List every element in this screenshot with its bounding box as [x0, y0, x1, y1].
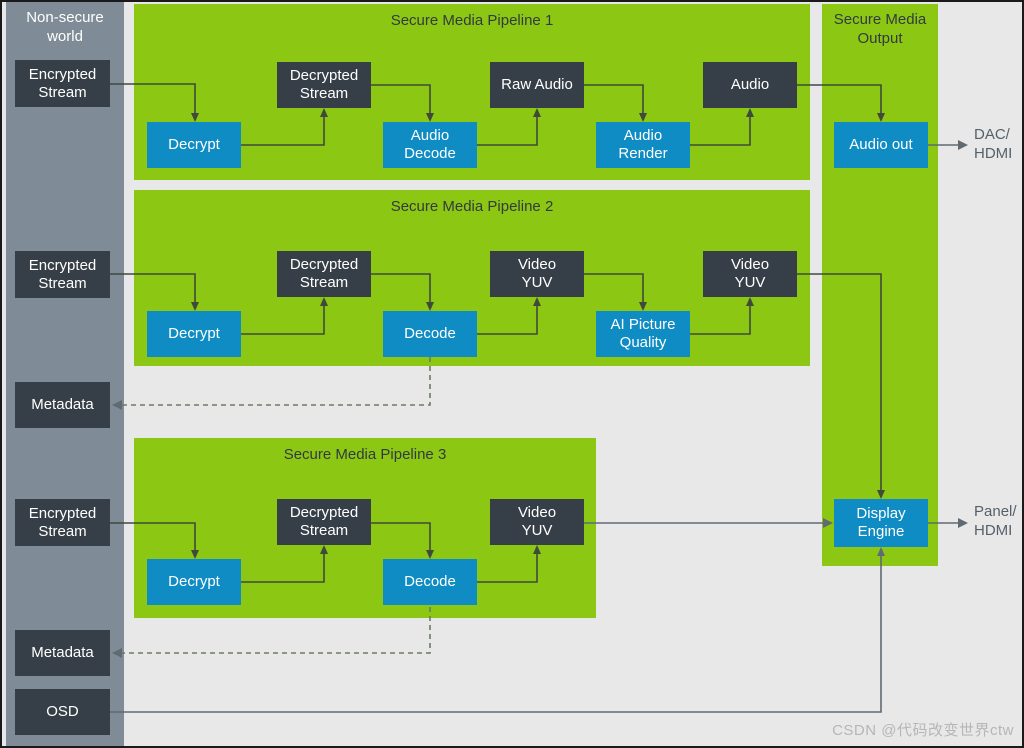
node-metadata-1[interactable]: Metadata [15, 382, 110, 428]
node-p2-video-yuv-1[interactable]: Video YUV [490, 251, 584, 297]
node-p1-decrypted-stream[interactable]: Decrypted Stream [277, 62, 371, 108]
node-p1-decrypt[interactable]: Decrypt [147, 122, 241, 168]
secure-media-output-panel: Secure Media Output [822, 4, 938, 566]
label-panel-hdmi: Panel/ HDMI [974, 503, 1017, 539]
secure-media-output-title: Secure Media Output [833, 11, 927, 47]
node-audio-out[interactable]: Audio out [834, 122, 928, 168]
node-p2-video-yuv-2[interactable]: Video YUV [703, 251, 797, 297]
arrowhead-dac-hdmi [958, 140, 968, 150]
node-p2-ai-picture-quality[interactable]: AI Picture Quality [596, 311, 690, 357]
pipeline-1-title: Secure Media Pipeline 1 [390, 12, 554, 29]
node-p2-decrypted-stream[interactable]: Decrypted Stream [277, 251, 371, 297]
node-p1-audio-decode[interactable]: Audio Decode [383, 122, 477, 168]
label-dac-hdmi: DAC/ HDMI [974, 126, 1013, 162]
node-osd[interactable]: OSD [15, 689, 110, 735]
node-p3-decrypted-stream[interactable]: Decrypted Stream [277, 499, 371, 545]
node-p1-audio-render[interactable]: Audio Render [596, 122, 690, 168]
node-p1-audio[interactable]: Audio [703, 62, 797, 108]
node-p3-decrypt[interactable]: Decrypt [147, 559, 241, 605]
arrowhead-panel-hdmi [958, 518, 968, 528]
pipeline-3-title: Secure Media Pipeline 3 [283, 446, 447, 463]
node-p1-raw-audio[interactable]: Raw Audio [490, 62, 584, 108]
node-p2-decrypt[interactable]: Decrypt [147, 311, 241, 357]
non-secure-world-title: Non-secure world [26, 9, 104, 45]
watermark: CSDN @代码改变世界ctw [832, 722, 1014, 739]
node-encrypted-stream-1[interactable]: Encrypted Stream [15, 60, 110, 107]
node-display-engine[interactable]: Display Engine [834, 499, 928, 547]
pipeline-2-title: Secure Media Pipeline 2 [390, 198, 554, 215]
node-encrypted-stream-2[interactable]: Encrypted Stream [15, 251, 110, 298]
node-encrypted-stream-3[interactable]: Encrypted Stream [15, 499, 110, 546]
node-p2-decode[interactable]: Decode [383, 311, 477, 357]
node-p3-video-yuv[interactable]: Video YUV [490, 499, 584, 545]
non-secure-world-column [6, 2, 124, 746]
node-metadata-2[interactable]: Metadata [15, 630, 110, 676]
node-p3-decode[interactable]: Decode [383, 559, 477, 605]
